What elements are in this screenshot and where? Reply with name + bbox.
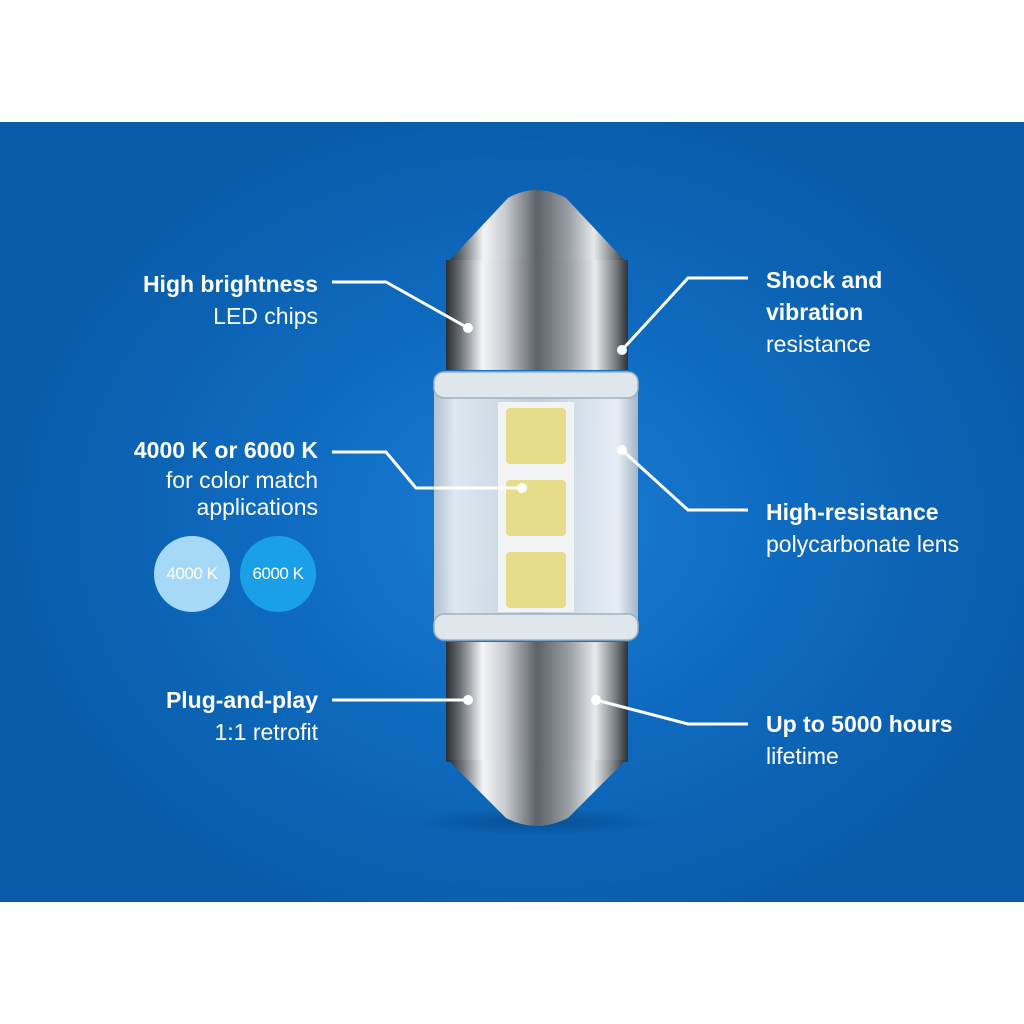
callout-lens-title: High-resistance xyxy=(766,499,939,525)
product-feature-panel: High brightness LED chips 4000 K or 6000… xyxy=(0,122,1024,902)
callout-color-temp-sub1: for color match xyxy=(165,467,318,493)
callout-plug: Plug-and-play 1:1 retrofit xyxy=(166,684,318,748)
callout-color-temp-title: 4000 K or 6000 K xyxy=(133,437,318,463)
leader-dots xyxy=(463,323,627,705)
callout-shock-title2: vibration xyxy=(766,299,864,325)
callout-brightness: High brightness LED chips xyxy=(143,268,318,332)
led-chip xyxy=(506,480,566,536)
festoon-bulb-illustration xyxy=(332,190,748,836)
leader-lines xyxy=(332,276,748,726)
callout-brightness-sub: LED chips xyxy=(213,303,318,329)
callout-lifetime-title: Up to 5000 hours xyxy=(766,711,953,737)
callout-color-temp-sub2: applications xyxy=(196,494,318,520)
badge-6000k-label: 6000 K xyxy=(252,564,304,583)
bulb-top-sleeve xyxy=(446,260,628,370)
led-chip xyxy=(506,552,566,608)
callout-lens-sub: polycarbonate lens xyxy=(766,531,960,557)
callout-plug-title: Plug-and-play xyxy=(165,687,318,713)
badge-4000k: 4000 K xyxy=(154,536,230,612)
callout-brightness-title: High brightness xyxy=(142,271,318,297)
callout-plug-sub: 1:1 retrofit xyxy=(214,719,318,745)
callout-lens: High-resistance polycarbonate lens xyxy=(766,496,959,560)
badge-6000k: 6000 K xyxy=(240,536,316,612)
led-chip xyxy=(506,408,566,464)
bulb-bottom-cap xyxy=(448,760,626,826)
badge-4000k-label: 4000 K xyxy=(166,564,218,583)
callout-shock: Shock and vibration resistance xyxy=(766,264,882,360)
callout-color-temp: 4000 K or 6000 K for color match applica… xyxy=(134,434,318,520)
callout-lifetime: Up to 5000 hours lifetime xyxy=(766,708,953,772)
callout-shock-title1: Shock and xyxy=(766,267,883,293)
bulb-top-cap xyxy=(448,190,626,262)
callout-lifetime-sub: lifetime xyxy=(766,743,839,769)
callout-shock-sub: resistance xyxy=(766,331,871,357)
